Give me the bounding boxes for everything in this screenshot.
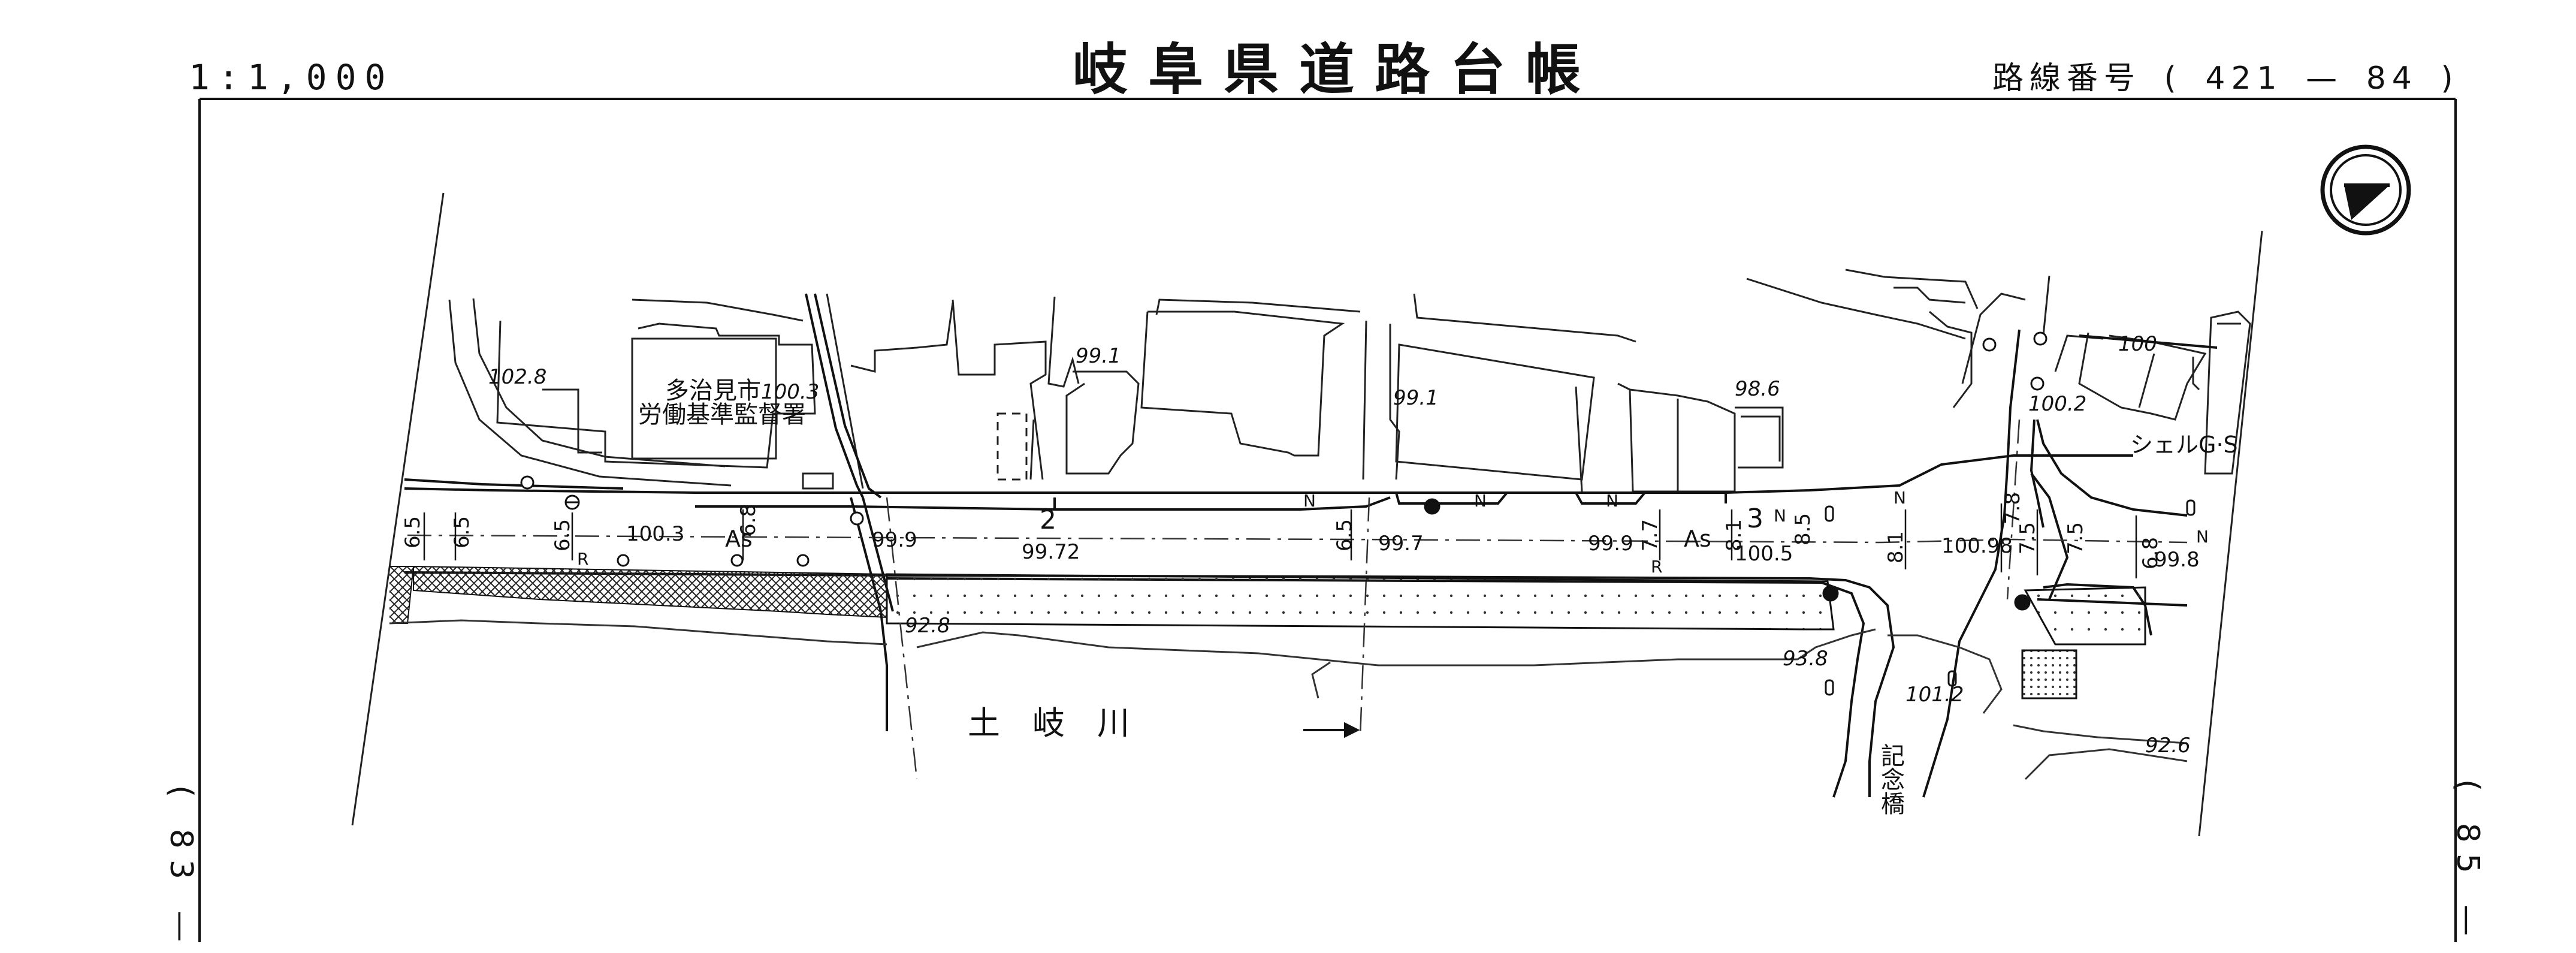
bridge-label-1: 記念橋 [1877, 743, 1904, 815]
elevation-99-9-b: 99.9 [1588, 532, 1633, 556]
surface-label-2: As [1684, 526, 1711, 552]
width-7-7: 7.7 [1638, 519, 1662, 551]
route-sheet-value: 84 [2366, 61, 2418, 96]
width-6-5-a: 6.5 [401, 516, 425, 548]
elevation-92-8: 92.8 [905, 614, 950, 638]
page-title: 岐阜県道路台帳 [1073, 37, 1602, 102]
mark-n-3: N [1606, 491, 1618, 511]
river-flow-arrow-icon [1303, 722, 1360, 738]
elevation-100-98: 100.98 [1941, 534, 2013, 558]
north-arrow-icon [2320, 144, 2411, 236]
elevation-99-1-a: 99.1 [1076, 344, 1121, 368]
elevation-99-1-b: 99.1 [1393, 386, 1439, 410]
elevation-100-5: 100.5 [1735, 542, 1793, 566]
surface-label-1: As [725, 526, 753, 552]
sheet-frame [198, 98, 2457, 942]
width-6-5-d: 6.5 [1333, 519, 1357, 551]
route-number: 路線番号 ( 421 — 84 ) [1992, 53, 2466, 98]
route-label: 路線番号 [1992, 61, 2142, 96]
elevation-100-2: 100.2 [2028, 392, 2086, 416]
elevation-102-8: 102.8 [488, 365, 546, 389]
route-dash: — [2306, 61, 2344, 96]
width-ticks [423, 503, 2137, 578]
mark-n-2: N [1474, 491, 1487, 511]
width-8-5: 8.5 [1791, 513, 1815, 545]
river-banks [389, 619, 2188, 780]
route-open-paren: ( [2164, 61, 2182, 96]
building-label-office: 労働基準監督署 [638, 401, 806, 429]
width-6-5-b: 6.5 [450, 516, 474, 548]
drawing-boundary [351, 192, 2263, 837]
retaining-wall-dots [886, 573, 1835, 631]
section-number-2: 2 [1040, 505, 1056, 535]
centerline [407, 419, 2188, 780]
width-6-5-c: 6.5 [551, 519, 575, 551]
mark-n-4: N [1774, 506, 1786, 526]
mark-n-1: N [1303, 491, 1316, 511]
gas-station-label: シェルG·S [2130, 432, 2238, 458]
elevation-98-6: 98.6 [1735, 377, 1780, 401]
route-number-value: 421 [2205, 61, 2283, 96]
elevation-99-7: 99.7 [1378, 532, 1424, 556]
mark-n-6: N [2196, 527, 2209, 547]
width-6-8-b: 6.8 [2139, 537, 2163, 569]
embankment-hatch [413, 565, 887, 619]
mark-r-2: R [1651, 557, 1662, 577]
width-7-5-a: 7.5 [2016, 522, 2040, 554]
building-label-city: 多治見市 [665, 377, 761, 405]
embankment-edge [389, 566, 415, 624]
mark-r-1: R [577, 549, 588, 569]
previous-page-ref: ( 83 — [163, 785, 199, 953]
elevation-100-3-road: 100.3 [626, 522, 684, 546]
width-8-1-b: 8.1 [1884, 531, 1908, 563]
buildings [448, 269, 2251, 493]
width-6-8-a: 6.8 [736, 504, 760, 536]
map-scale: 1:1,000 [189, 57, 394, 98]
route-close-paren: ) [2441, 61, 2459, 96]
section-number-3: 3 [1747, 503, 1763, 534]
width-7-5-b: 7.5 [2064, 522, 2088, 554]
elevation-99-72: 99.72 [1022, 540, 1080, 564]
elevation-100: 100 [2118, 332, 2157, 356]
width-7-8: 7.8 [2001, 492, 2025, 524]
elevation-92-6: 92.6 [2145, 734, 2191, 758]
elevation-101-2: 101.2 [1905, 683, 1964, 707]
pump-structure [2021, 649, 2077, 699]
bridge-posts [1825, 499, 2196, 696]
retaining-wall-east [2024, 586, 2146, 646]
elevation-99-9-a: 99.9 [872, 528, 917, 552]
utility-poles [520, 331, 2047, 611]
elevation-100-3-top: 100.3 [761, 380, 819, 404]
width-8-1-a: 8.1 [1722, 519, 1746, 551]
river-label: 土 岐 川 [968, 704, 1130, 742]
elevation-93-8: 93.8 [1783, 647, 1828, 671]
mark-n-5: N [1894, 488, 1906, 508]
elevation-99-8: 99.8 [2154, 548, 2200, 572]
